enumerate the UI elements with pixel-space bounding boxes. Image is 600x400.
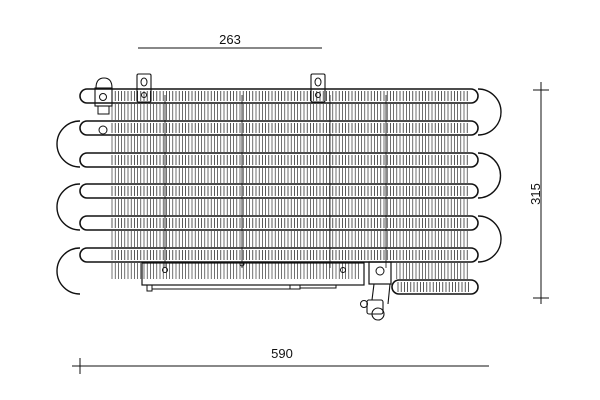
tube-passes [56, 88, 502, 295]
inlet-fitting [94, 77, 113, 135]
bottom-bracket-plate [141, 261, 365, 292]
tube-pass [79, 120, 479, 136]
height-dimension: 315 [528, 82, 549, 304]
tube-pass [79, 215, 479, 231]
overall-width-dimension-label: 590 [271, 346, 293, 361]
tube-bend [56, 247, 81, 295]
tube-pass [79, 247, 479, 263]
tube-pass [79, 152, 479, 168]
tube-bend [477, 215, 502, 263]
cooling-fins [111, 91, 469, 292]
mounting-bracket-right [310, 73, 326, 103]
mounting-bracket-left [136, 73, 152, 103]
height-dimension-label: 315 [528, 183, 543, 205]
outlet-fitting [360, 261, 392, 321]
tube-pass [79, 88, 479, 104]
condenser-core [56, 88, 502, 295]
tube-bend [477, 152, 502, 199]
tube-bend [56, 120, 81, 168]
top-mounting-brackets [136, 73, 326, 103]
tube-pass [391, 279, 479, 295]
tube-bend [56, 183, 81, 231]
tube-pass [79, 183, 479, 199]
vertical-supports [164, 95, 387, 268]
top-dimension-label: 263 [219, 32, 241, 47]
overall-width-dimension: 590 [72, 346, 489, 374]
tube-bend [477, 88, 502, 136]
top-dimension: 263 [138, 32, 322, 49]
